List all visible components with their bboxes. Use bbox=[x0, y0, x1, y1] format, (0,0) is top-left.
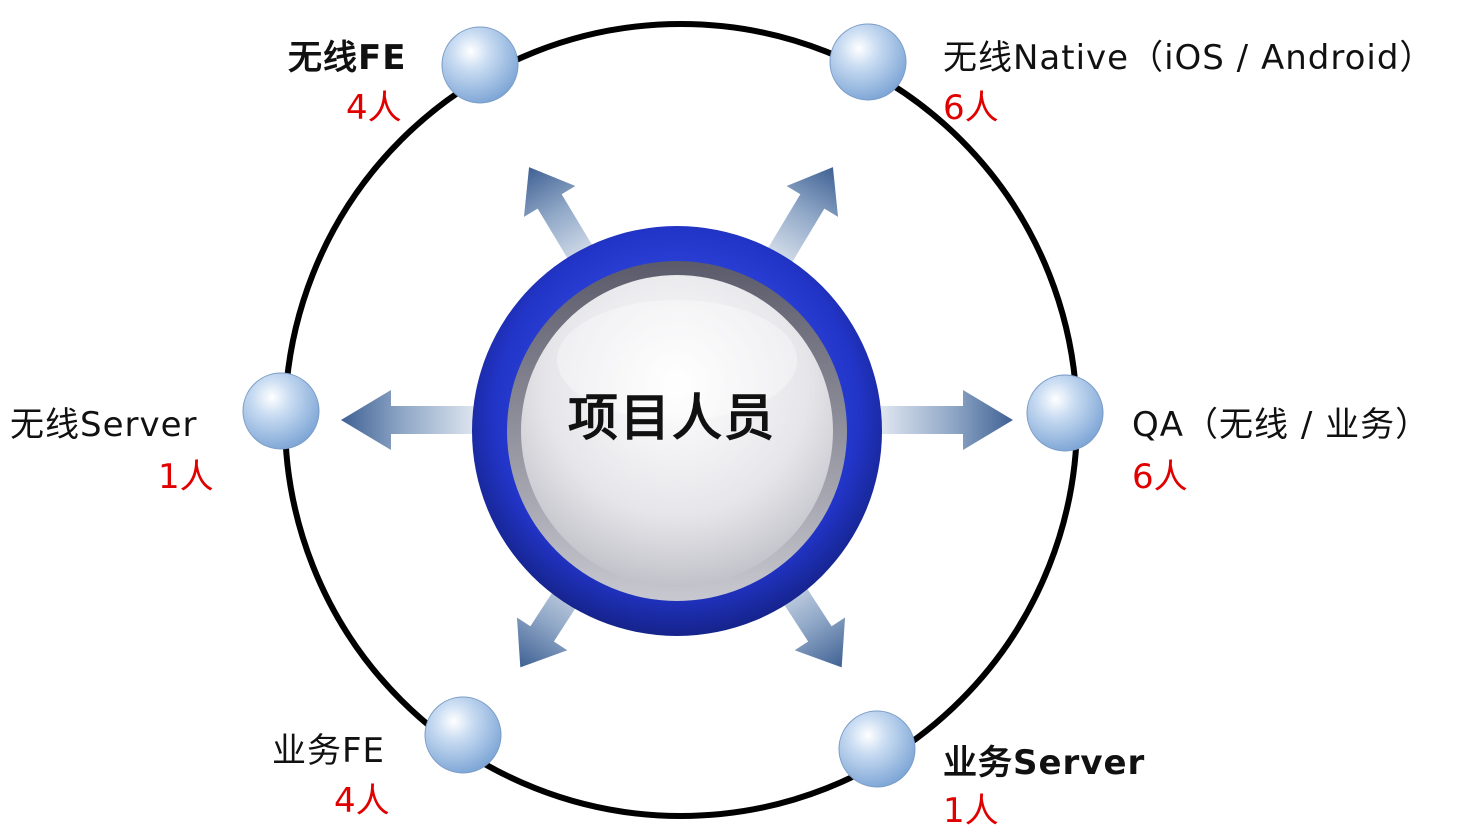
node-wireless-server bbox=[242, 372, 320, 450]
node-label-wireless-server: 无线Server bbox=[10, 405, 198, 445]
node-label-wireless-native: 无线Native（iOS / Android） bbox=[943, 38, 1435, 78]
node-count-wireless-fe: 4人 bbox=[346, 88, 402, 128]
node-wireless-native bbox=[829, 23, 907, 101]
node-wireless-fe bbox=[441, 26, 519, 104]
node-label-business-server: 业务Server bbox=[943, 743, 1146, 783]
node-count-business-fe: 4人 bbox=[334, 781, 390, 821]
node-label-business-fe: 业务FE bbox=[272, 731, 386, 771]
node-count-wireless-server: 1人 bbox=[158, 457, 214, 497]
arrow-to-wireless-server bbox=[341, 390, 476, 450]
node-qa bbox=[1026, 374, 1104, 452]
node-business-server bbox=[838, 710, 916, 788]
center-hub bbox=[472, 226, 882, 636]
center-label: 项目人员 bbox=[568, 389, 776, 447]
node-label-wireless-fe: 无线FE bbox=[288, 38, 407, 78]
arrow-to-qa bbox=[881, 390, 1013, 450]
node-count-business-server: 1人 bbox=[943, 791, 999, 831]
node-label-qa: QA（无线 / 业务） bbox=[1132, 405, 1431, 445]
arrow-to-wireless-native bbox=[761, 167, 839, 273]
arrow-to-wireless-fe bbox=[523, 167, 601, 273]
node-count-wireless-native: 6人 bbox=[943, 88, 999, 128]
node-count-qa: 6人 bbox=[1132, 457, 1188, 497]
node-business-fe bbox=[424, 696, 502, 774]
